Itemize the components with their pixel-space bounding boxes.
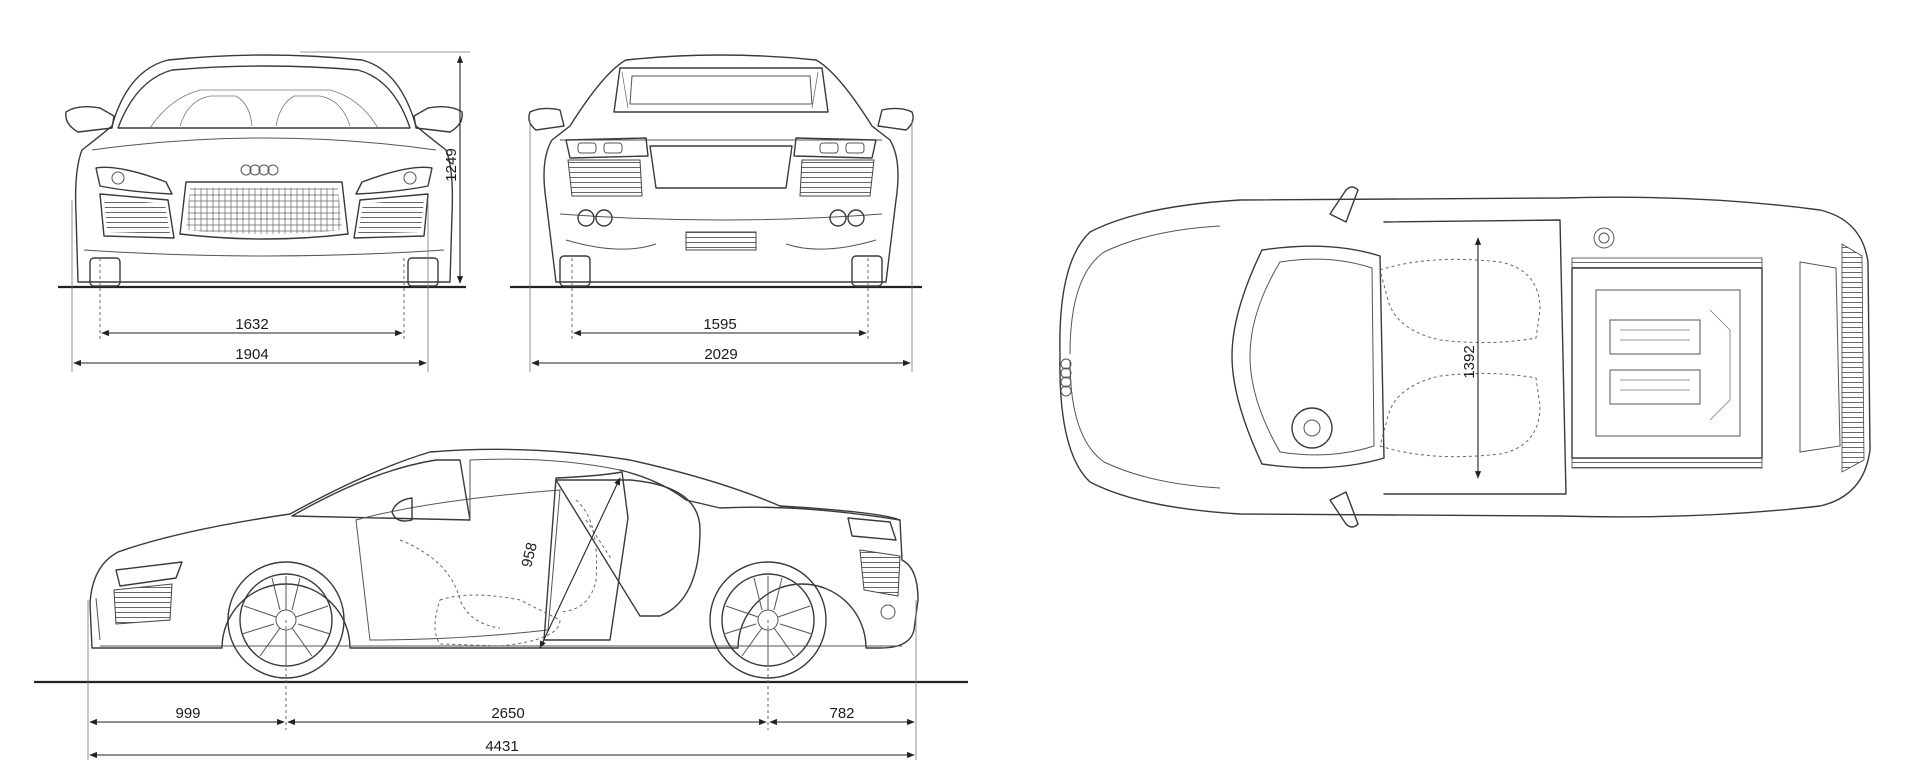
top-roof — [1383, 219, 1567, 495]
rear-window — [613, 67, 829, 113]
top-steering-wheel — [1291, 407, 1333, 449]
dim-front-overhang-label: 999 — [175, 705, 200, 722]
front-mirror-left — [65, 105, 115, 133]
dim-wheelbase-label: 2650 — [491, 705, 524, 722]
top-mirror-left — [1329, 186, 1359, 223]
rear-mirror-right — [877, 107, 914, 131]
side-view: 958 999 2650 — [34, 448, 968, 760]
front-headlight-right — [355, 166, 433, 195]
front-splitter — [83, 249, 445, 257]
front-intake-left — [99, 193, 175, 239]
top-rear-grille — [1841, 243, 1865, 473]
rear-view: 1595 2029 — [510, 54, 922, 372]
dim-rear-width-label: 2029 — [704, 346, 737, 363]
top-engine — [1595, 289, 1741, 437]
side-headlight — [115, 561, 183, 587]
side-mirror — [391, 497, 413, 522]
top-fuel-cap — [1593, 227, 1615, 249]
side-engine-cover — [619, 469, 901, 521]
front-intake-right — [353, 193, 429, 239]
front-tyre-right — [407, 257, 439, 287]
rear-exhaust-r2 — [847, 209, 865, 227]
dim-rear-overhang-label: 782 — [829, 705, 854, 722]
dim-door-opening-label: 958 — [518, 541, 541, 569]
side-exhaust — [880, 604, 896, 620]
rear-vent-left — [567, 159, 643, 197]
rear-taillight-right — [793, 137, 877, 159]
rear-taillight-left — [565, 137, 649, 159]
top-vent-lower — [1571, 457, 1763, 469]
top-mirror-right — [1329, 491, 1359, 528]
front-grille — [179, 181, 349, 240]
side-blade — [555, 479, 701, 617]
dim-interior-width-label: 1392 — [1461, 345, 1478, 378]
front-hood-line — [91, 137, 437, 151]
side-rear-wheel — [709, 561, 827, 679]
front-body-outline — [74, 54, 454, 283]
dim-front-track-label: 1632 — [235, 316, 268, 333]
top-windshield — [1231, 245, 1385, 469]
rear-tyre-right — [851, 255, 883, 287]
top-seat-left — [1379, 258, 1541, 344]
side-window-line — [469, 458, 621, 520]
side-rear-vent — [859, 549, 901, 597]
dim-front-width-label: 1904 — [235, 346, 268, 363]
side-body-outline — [89, 448, 919, 649]
front-audi-rings — [240, 164, 279, 176]
rear-tyre-left — [559, 255, 591, 287]
front-tyre-left — [89, 257, 121, 287]
rear-vent-right — [799, 159, 875, 197]
top-seat-right — [1379, 372, 1541, 458]
front-view: 1249 1632 1904 — [58, 51, 470, 372]
front-windshield — [117, 65, 411, 129]
top-hood-lines — [1069, 225, 1221, 489]
rear-body-outline — [543, 54, 899, 283]
front-interior-line — [149, 89, 379, 129]
side-taillight — [847, 517, 897, 541]
front-mirror-right — [413, 105, 463, 133]
side-window-front — [291, 459, 471, 521]
front-seats — [179, 95, 351, 127]
rear-exhaust-l1 — [577, 209, 595, 227]
rear-diffuser — [685, 231, 757, 251]
dim-front-height-label: 1249 — [443, 148, 460, 181]
dim-door-opening — [539, 477, 621, 649]
dim-overall-length-label: 4431 — [485, 738, 518, 755]
top-rear-deck — [1799, 261, 1841, 453]
top-audi-rings — [1060, 358, 1072, 397]
rear-plate-recess — [649, 145, 793, 189]
dim-rear-track-label: 1595 — [703, 316, 736, 333]
side-door-opening — [543, 471, 629, 641]
rear-mirror-left — [528, 107, 565, 131]
top-body-outline — [1059, 196, 1871, 518]
side-front-wheel — [227, 561, 345, 679]
top-vent-upper — [1571, 257, 1763, 269]
top-engine-cover — [1571, 267, 1763, 459]
side-seat-ghost — [399, 539, 561, 647]
top-view: 1392 — [1059, 186, 1871, 528]
front-headlight-left — [95, 166, 173, 195]
side-front-intake — [113, 583, 173, 625]
